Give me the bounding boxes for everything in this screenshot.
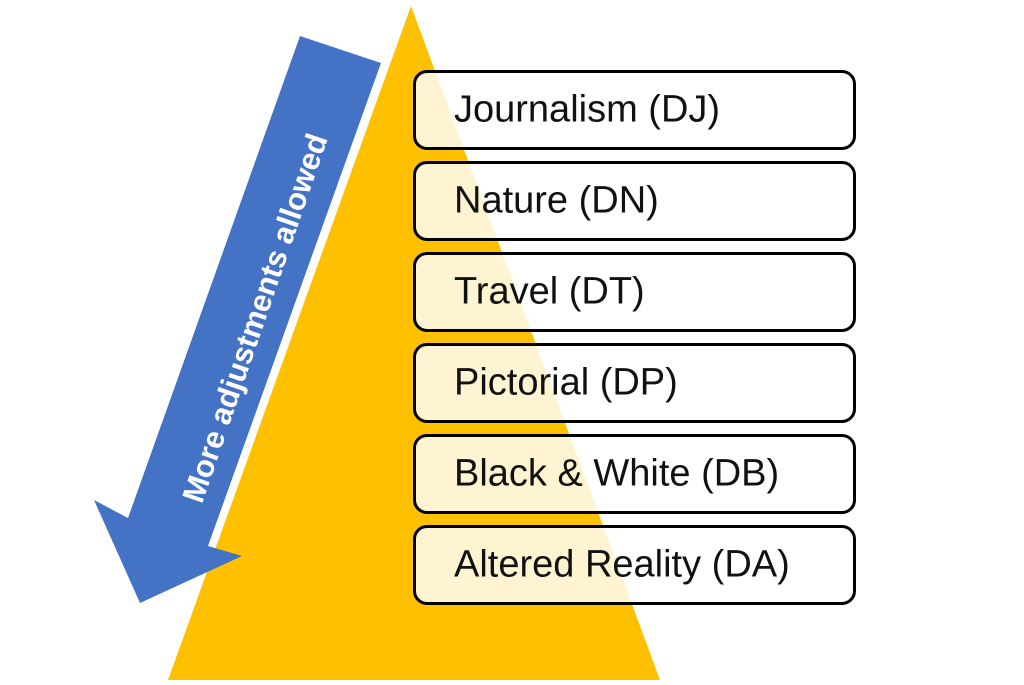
category-box-pictorial: Pictorial (DP)	[413, 343, 856, 423]
category-label: Altered Reality (DA)	[454, 543, 790, 586]
category-box-journalism: Journalism (DJ)	[413, 70, 856, 150]
category-label: Nature (DN)	[454, 179, 659, 222]
category-label: Journalism (DJ)	[454, 88, 721, 131]
category-box-nature: Nature (DN)	[413, 161, 856, 241]
category-label: Black & White (DB)	[454, 452, 780, 495]
category-label: Travel (DT)	[454, 270, 645, 313]
category-label: Pictorial (DP)	[454, 361, 678, 404]
category-box-travel: Travel (DT)	[413, 252, 856, 332]
category-box-altered-reality: Altered Reality (DA)	[413, 525, 856, 605]
down-arrow-shape	[94, 36, 381, 603]
category-box-black-white: Black & White (DB)	[413, 434, 856, 514]
